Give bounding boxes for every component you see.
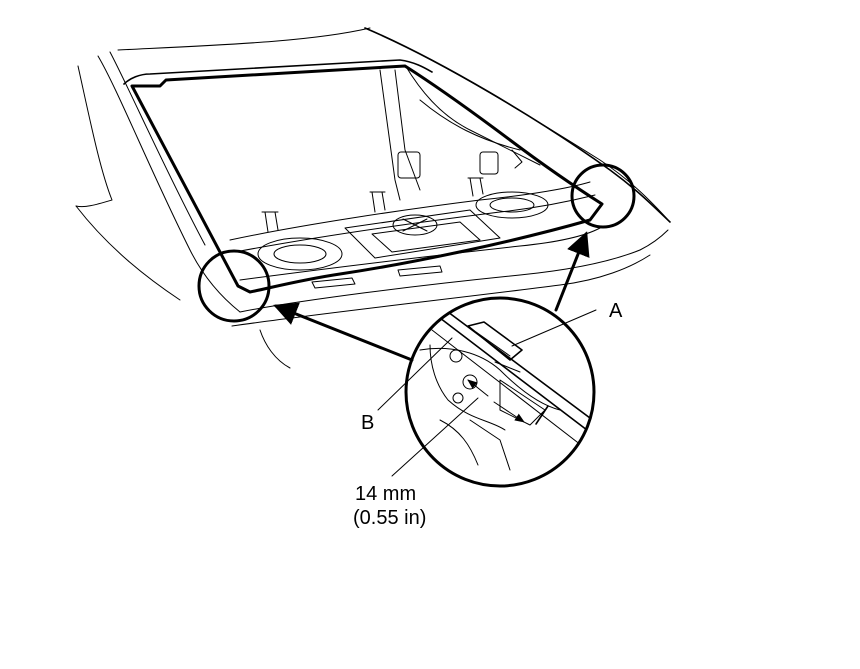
right-corner-callout-circle bbox=[570, 163, 636, 229]
leader-line-dimension bbox=[391, 397, 479, 477]
label-b: B bbox=[361, 412, 374, 434]
leader-line-b bbox=[377, 337, 453, 411]
dimension-imperial-label: (0.55 in) bbox=[353, 507, 426, 529]
label-a: A bbox=[609, 300, 623, 322]
detail-magnified-view bbox=[404, 296, 596, 488]
leader-line-a bbox=[511, 309, 597, 347]
detail-circle-border bbox=[404, 296, 596, 488]
interior-parcel-shelf bbox=[229, 64, 601, 289]
left-corner-callout-circle bbox=[197, 249, 271, 323]
left-callout-arrow bbox=[273, 302, 414, 362]
right-callout-arrow bbox=[554, 231, 590, 312]
car-body-outline bbox=[75, 27, 671, 369]
rear-window-molding-outline bbox=[123, 59, 604, 294]
dimension-metric-label: 14 mm bbox=[355, 483, 416, 505]
